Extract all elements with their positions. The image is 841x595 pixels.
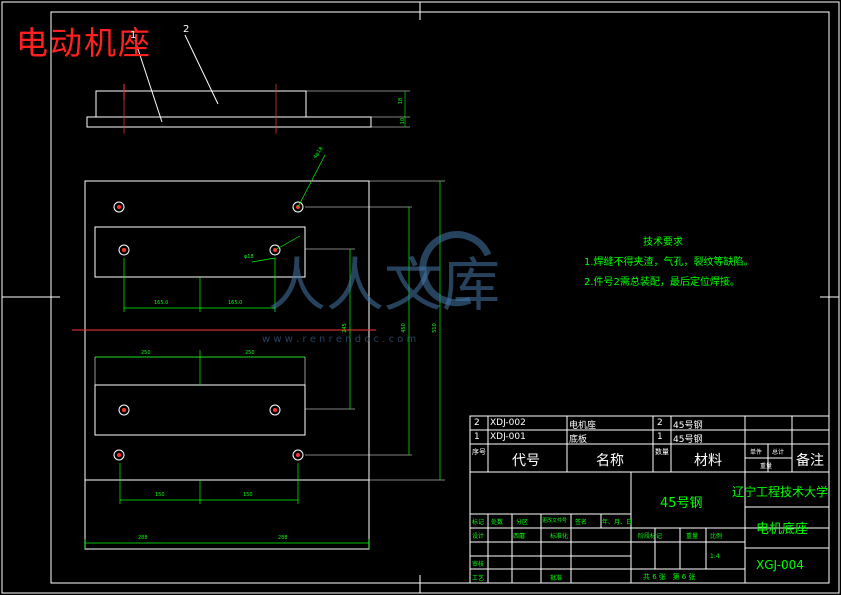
header-single: 单件: [750, 449, 763, 456]
review-label: 审核: [472, 561, 485, 568]
row1-mat: 45号钢: [673, 435, 703, 445]
dim-text: 245: [341, 323, 348, 333]
rev-col-3: 分区: [516, 519, 529, 526]
part-label-1: 1: [130, 30, 137, 41]
header-qty: 数量: [655, 448, 669, 456]
rev-col-4: 更改文件号: [542, 518, 568, 524]
row2-name: 电机座: [569, 421, 597, 431]
part-label-2: 2: [183, 24, 190, 35]
tech-line-1: 1.焊缝不得夹渣，气孔，裂纹等缺陷。: [584, 257, 754, 268]
drawing-title: 电动机座: [16, 24, 153, 62]
weight2-label: 重量: [686, 533, 699, 540]
row1-code: XDJ-001: [490, 432, 526, 442]
watermark-text: 人人文库: [268, 251, 501, 319]
std-label: 标准化: [550, 533, 569, 540]
title-block: [469, 415, 830, 584]
row1-qty: 1: [657, 432, 663, 442]
row2-mat: 45号钢: [673, 421, 703, 431]
dim-text: 288: [138, 535, 148, 541]
dim-text: 510: [431, 323, 438, 333]
watermark-logo: [419, 231, 492, 307]
date-small: 西蘑: [513, 533, 526, 540]
scale-value: 1:4: [710, 553, 720, 560]
header-mat: 材料: [694, 453, 722, 469]
school-name: 辽宁工程技术大学: [732, 485, 829, 499]
tech-heading: 技术要求: [643, 237, 683, 248]
dim-text: φ18: [244, 254, 254, 260]
row1-no: 1: [474, 432, 480, 442]
dim-text: 150: [243, 492, 253, 498]
approve-label: 批准: [550, 575, 563, 582]
dim-text: 10: [400, 117, 407, 125]
header-total: 总计: [772, 449, 785, 456]
plan-view: [84, 180, 445, 550]
header-code: 代号: [512, 453, 540, 469]
row1-name: 底板: [569, 435, 588, 445]
header-note: 备注: [796, 453, 824, 469]
process-label: 工艺: [472, 575, 485, 582]
scale-label: 比例: [710, 533, 723, 540]
dim-text: 165.0: [228, 300, 243, 306]
dim-text: 150: [155, 492, 165, 498]
header-weight: 重量: [760, 463, 773, 470]
design-label: 设计: [472, 533, 485, 540]
side-view: [86, 34, 410, 134]
rev-col-1: 标记: [472, 519, 485, 526]
material-label: 45号钢: [660, 496, 703, 511]
drawing-name: 电机底座: [756, 522, 809, 537]
row2-code: XDJ-002: [490, 418, 526, 428]
dim-text: 250: [141, 350, 151, 356]
watermark-url: w w w . r e n r e n d o c . c o m: [262, 334, 417, 345]
header-name: 名称: [596, 453, 624, 469]
stage-label: 阶段标记: [638, 533, 663, 540]
row2-no: 2: [474, 418, 480, 428]
rev-col-6: 年、月、日: [602, 519, 633, 526]
dimension-lines: [84, 154, 441, 549]
rev-col-5: 签名: [575, 519, 588, 526]
tech-line-2: 2.件号2需总装配，最后定位焊接。: [584, 277, 740, 288]
dim-text: 250: [245, 350, 255, 356]
header-no: 序号: [472, 448, 486, 456]
sheet-count: 共 6 张 第 6 张: [643, 573, 696, 581]
dim-text: 165.0: [154, 300, 169, 306]
rev-col-2: 处数: [491, 519, 504, 526]
drawing-number: XGJ-004: [756, 558, 804, 572]
dim-text: 288: [278, 535, 288, 541]
dim-text: 450: [400, 323, 407, 333]
dim-text: 18: [398, 97, 405, 105]
row2-qty: 2: [657, 418, 663, 428]
